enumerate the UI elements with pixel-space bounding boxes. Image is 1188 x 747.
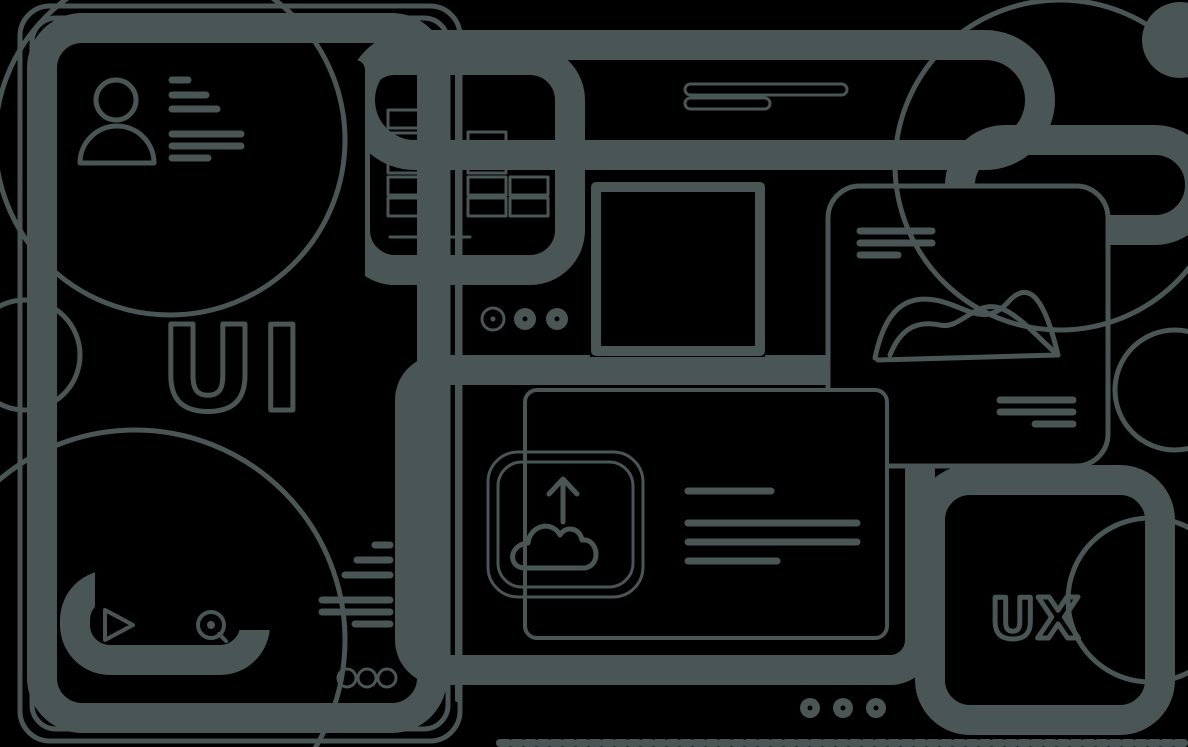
chart-card	[825, 183, 1111, 469]
media-controls	[103, 608, 228, 643]
cloud-upload-icon	[510, 476, 599, 571]
search-icon	[196, 610, 226, 640]
text-lines	[318, 541, 394, 628]
ui-label: UI	[160, 300, 308, 438]
decorative-circle	[892, 0, 1188, 333]
user-profile-icon	[77, 76, 245, 166]
rails	[435, 58, 459, 702]
upload-card	[486, 388, 889, 640]
decorative-circle	[1065, 515, 1188, 685]
decorative-circle	[1112, 327, 1188, 453]
pagination-dots-icon	[800, 698, 886, 718]
background-bands	[27, 2, 1188, 735]
decorative-circle	[0, 0, 348, 318]
ux-card: UX	[985, 515, 1188, 685]
image-placeholder-icon	[590, 182, 765, 357]
pagination-dots-icon	[336, 667, 398, 689]
decorative-circle	[0, 427, 348, 747]
top-bar	[683, 82, 849, 111]
pagination-dots-icon	[480, 306, 568, 332]
decorative-circle	[0, 297, 83, 413]
play-icon	[103, 608, 135, 642]
table-grid-icon	[386, 108, 550, 239]
